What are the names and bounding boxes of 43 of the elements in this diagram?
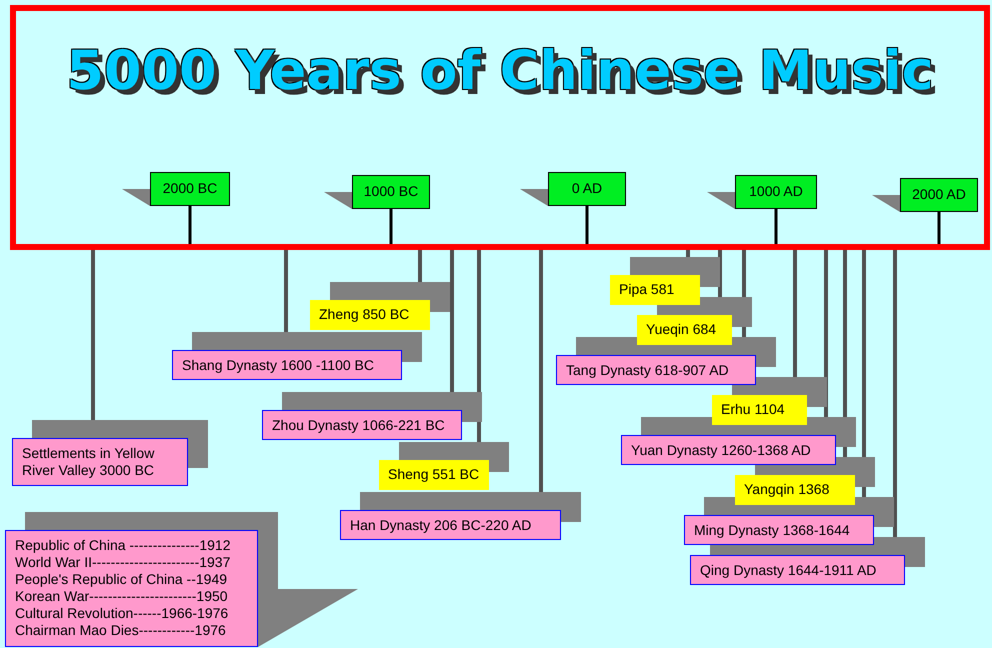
year-label: 0 AD: [570, 180, 604, 196]
tick-line: [390, 209, 392, 244]
event-label: Zhou Dynasty 1066-221 BC: [272, 417, 446, 434]
instrument-box: [379, 460, 489, 490]
event-label: Yueqin 684: [646, 321, 718, 338]
event-label: Settlements in Yellow River Valley 3000 BC: [22, 445, 156, 479]
event-label: Erhu 1104: [721, 401, 786, 418]
event-label: Yuan Dynasty 1260-1368 AD: [631, 442, 812, 459]
event-label: Pipa 581: [619, 281, 676, 298]
event-label: Yangqin 1368: [744, 481, 830, 498]
event-label: Han Dynasty 206 BC-220 AD: [350, 517, 532, 534]
event-label: Shang Dynasty 1600 -1100 BC: [182, 357, 375, 374]
tick-line: [774, 209, 778, 244]
year-marker: [352, 175, 430, 209]
event-entry: Republic of China ---------------1912: [15, 537, 232, 554]
instrument-box: [610, 275, 700, 305]
event-label: Zheng 850 BC: [319, 306, 410, 323]
event-entry: Cultural Revolution------1966-1976: [15, 605, 230, 622]
event-label: Tang Dynasty 618-907 AD: [566, 362, 730, 379]
event-entry: Korean War-----------------------1950: [15, 588, 229, 605]
year-marker: [735, 175, 817, 209]
year-label: 1000 AD: [748, 183, 804, 199]
tick-line: [188, 206, 192, 244]
event-entry: Chairman Mao Dies------------1976: [15, 622, 227, 639]
title-frame: [10, 5, 990, 250]
event-entry: World War II-----------------------1937: [15, 554, 232, 571]
year-label: 2000 BC: [162, 180, 218, 196]
instrument-box: [637, 315, 732, 345]
tick-line: [938, 212, 940, 244]
year-label: 2000 AD: [911, 186, 967, 202]
event-label: Ming Dynasty 1368-1644: [694, 522, 851, 539]
title: 5000 Years of Chinese Music: [65, 39, 935, 102]
event-label: Sheng 551 BC: [388, 466, 480, 483]
instrument-box: [712, 395, 807, 425]
year-label: 1000 BC: [362, 183, 420, 199]
tick-line: [586, 206, 588, 244]
year-marker: [150, 172, 230, 206]
year-marker: [900, 178, 978, 212]
instrument-box: [310, 300, 430, 330]
event-label: Qing Dynasty 1644-1911 AD: [700, 562, 878, 579]
event-entry: People's Republic of China --1949: [15, 571, 228, 588]
year-marker: [548, 172, 626, 206]
instrument-box: [735, 475, 855, 505]
